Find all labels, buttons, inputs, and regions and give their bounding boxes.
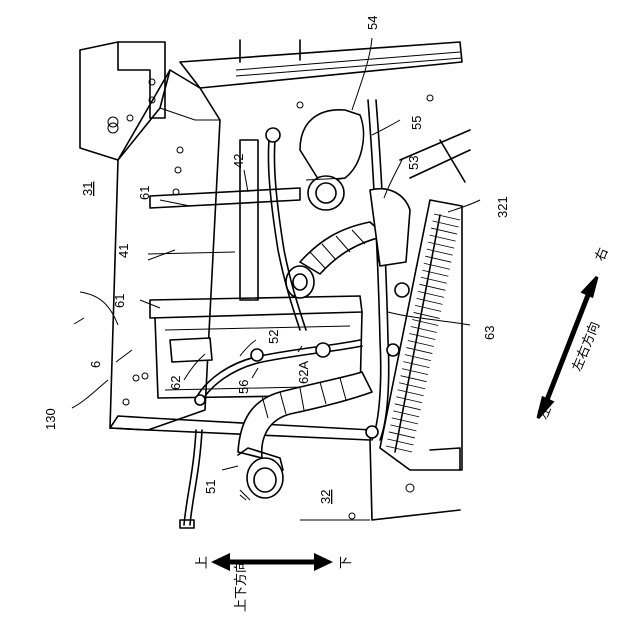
radiator-fin: [390, 425, 416, 431]
label-6: 6: [88, 361, 103, 368]
lr-left-label: 左: [536, 404, 555, 422]
label-53: 53: [406, 156, 421, 170]
radiator-fin: [392, 418, 418, 424]
radiator-fin: [430, 235, 456, 241]
direction-left-right: 左 右 左右方向: [536, 246, 612, 422]
lr-right-label: 右: [593, 246, 612, 264]
ud-arrow-head-down: [314, 553, 333, 571]
radiator-fin: [386, 446, 412, 452]
ud-down-label: 下: [339, 556, 354, 569]
radiator-fin: [409, 334, 435, 340]
radiator-fin: [434, 214, 460, 220]
radiator-fin: [427, 249, 453, 255]
radiator-fin: [387, 439, 413, 445]
radiator-fin: [403, 362, 429, 368]
radiator-fin: [405, 355, 431, 361]
ud-up-label: 上: [195, 556, 210, 569]
label-321: 321: [495, 196, 510, 218]
radiator-fin: [395, 404, 421, 410]
radiator-fin: [399, 383, 425, 389]
label-55: 55: [409, 116, 424, 130]
radiator-fin: [433, 221, 459, 227]
radiator-fin: [389, 432, 415, 438]
radiator-fin: [393, 411, 419, 417]
radiator-fin: [418, 291, 444, 297]
label-62A: 62A: [296, 361, 311, 384]
radiator-fin: [415, 305, 441, 311]
label-130: 130: [43, 408, 58, 430]
radiator-fin: [411, 326, 437, 332]
label-51: 51: [203, 480, 218, 494]
label-41: 41: [116, 244, 131, 258]
radiator-fin: [402, 369, 428, 375]
label-32: 32: [318, 490, 333, 504]
direction-up-down: 上 下 上下方向: [195, 553, 354, 612]
radiator-fin: [428, 242, 454, 248]
radiator-fin: [424, 263, 450, 269]
label-63: 63: [482, 326, 497, 340]
radiator-fin: [408, 341, 434, 347]
radiator-fin: [401, 376, 427, 382]
radiator-fin: [396, 397, 422, 403]
radiator-fin: [425, 256, 451, 262]
label-61-top: 61: [137, 186, 152, 200]
radiator-fin: [417, 298, 443, 304]
label-42: 42: [231, 154, 246, 168]
radiator-fin: [421, 277, 447, 283]
label-52: 52: [266, 330, 281, 344]
ud-arrow-head-up: [211, 553, 230, 571]
label-62: 62: [168, 376, 183, 390]
label-54: 54: [365, 16, 380, 30]
radiator-fin: [431, 228, 457, 234]
radiator-fin: [398, 390, 424, 396]
label-61-bottom: 61: [112, 294, 127, 308]
label-31: 31: [80, 182, 95, 196]
lr-arrow-head-right: [583, 277, 597, 296]
radiator-fin: [422, 270, 448, 276]
label-56: 56: [236, 380, 251, 394]
radiator-fin: [406, 348, 432, 354]
radiator-fin: [419, 284, 445, 290]
ud-direction-label: 上下方向: [233, 560, 249, 612]
